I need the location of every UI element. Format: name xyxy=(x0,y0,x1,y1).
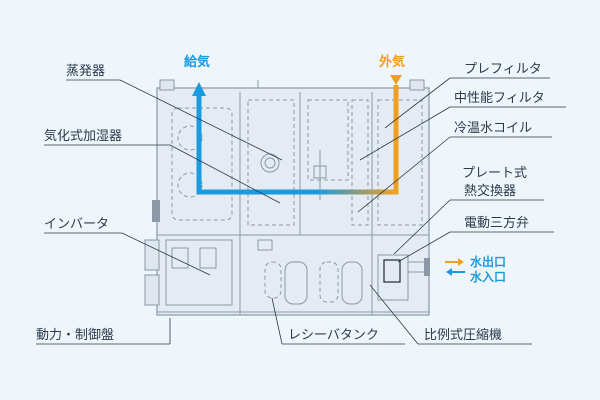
label-humidifier: 気化式加湿器 xyxy=(44,128,122,144)
receiver-tank-1 xyxy=(264,261,282,299)
panel-window-1 xyxy=(171,247,189,269)
top-lug-1 xyxy=(159,79,175,91)
leader-inverter xyxy=(121,232,211,276)
label-supply-air: 給気 xyxy=(184,54,210,70)
label-plate-hx-line2: 熱交換器 xyxy=(464,183,516,199)
valve-body xyxy=(313,165,327,179)
fan-hub xyxy=(264,157,276,169)
panel-window-2 xyxy=(199,247,217,269)
leader-plate-hx xyxy=(393,199,451,255)
leader-reserve-tank xyxy=(271,297,283,345)
label-plate-hx-line1: プレート式 xyxy=(462,166,527,181)
inverter-box xyxy=(144,239,160,271)
label-control-panel: 動力・制御盤 xyxy=(36,328,114,343)
label-three-way-valve: 電動三方弁 xyxy=(464,215,529,231)
humidifier-roll xyxy=(177,172,203,198)
label-outside-air: 外気 xyxy=(378,54,405,70)
component-labels: 蒸発器 気化式加湿器 インバータ 動力・制御盤 プレフィルタ 中性能フィルタ 冷… xyxy=(36,62,545,343)
compressor-1 xyxy=(319,261,339,303)
leader-medium-filter xyxy=(359,106,451,161)
evaporator-shape xyxy=(247,99,295,226)
side-port xyxy=(152,200,160,222)
pre-filter-shape xyxy=(307,99,349,181)
humidifier-shape xyxy=(171,107,233,221)
leader-three-way-valve xyxy=(397,231,451,263)
label-water-outlet: 水出口 xyxy=(470,254,506,269)
water-in-arrow-icon xyxy=(446,268,452,276)
unit-cabinet xyxy=(144,79,430,316)
flow-labels: 給気 外気 水出口 水入口 xyxy=(184,54,506,284)
tank-cap xyxy=(257,239,273,251)
leader-compressor xyxy=(369,284,419,345)
panel-box xyxy=(144,274,160,306)
label-pre-filter: プレフィルタ xyxy=(464,62,542,77)
compressor-2 xyxy=(341,261,363,305)
label-inverter: インバータ xyxy=(44,217,109,232)
water-out-arrow-icon xyxy=(458,258,464,266)
leader-lines xyxy=(36,77,566,345)
pipe-flange xyxy=(424,258,430,276)
coil-shape xyxy=(377,99,423,226)
leader-humidifier xyxy=(169,144,281,204)
medium-filter-shape xyxy=(351,99,369,226)
leader-evaporator xyxy=(119,79,283,161)
control-panel-shape xyxy=(165,239,233,306)
valve-assembly xyxy=(383,259,401,283)
humidifier-roll-2 xyxy=(177,125,203,151)
label-compressor: 比例式圧縮機 xyxy=(424,327,502,343)
top-lug-2 xyxy=(409,79,425,91)
upper-equipment xyxy=(171,99,423,226)
leader-coil xyxy=(357,136,451,213)
label-evaporator: 蒸発器 xyxy=(66,64,105,79)
label-water-inlet: 水入口 xyxy=(470,269,506,284)
label-coil: 冷温水コイル xyxy=(454,121,532,136)
outside-arrow-icon xyxy=(390,75,402,85)
lower-equipment xyxy=(165,239,430,306)
leader-pre-filter xyxy=(384,77,451,129)
plate-hx-shape xyxy=(377,254,409,301)
receiver-tank-2 xyxy=(284,261,308,305)
label-reserve-tank: レシーバタンク xyxy=(288,328,379,343)
label-medium-filter: 中性能フィルタ xyxy=(454,91,545,106)
supply-arrow-icon xyxy=(192,82,206,96)
water-arrows xyxy=(445,258,465,276)
